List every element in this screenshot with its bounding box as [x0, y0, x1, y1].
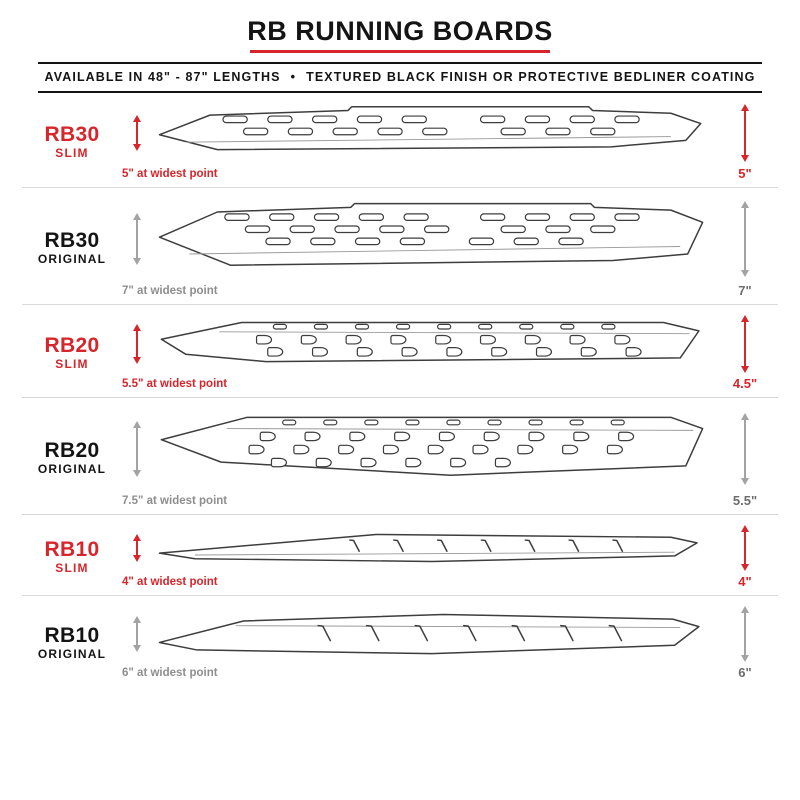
product-label: RB10 SLIM: [22, 537, 122, 575]
widest-point-label: 7.5" at widest point: [122, 494, 228, 507]
availability-text: AVAILABLE IN 48" - 87" LENGTHS: [44, 70, 281, 84]
page-title: RB RUNNING BOARDS: [247, 16, 553, 46]
variant-name: SLIM: [55, 356, 89, 371]
product-label: RB20 ORIGINAL: [22, 438, 122, 476]
product-label: RB30 ORIGINAL: [22, 228, 122, 266]
width-dimension-arrow: [133, 615, 141, 652]
running-board-illustration: [158, 202, 704, 266]
widest-point-label: 5" at widest point: [122, 167, 218, 180]
variant-name: ORIGINAL: [37, 646, 107, 661]
product-label: RB20 SLIM: [22, 333, 122, 371]
model-name: RB10: [44, 537, 100, 561]
finish-text: TEXTURED BLACK FINISH OR PROTECTIVE BEDL…: [306, 70, 756, 84]
board-drawing-rb30-original: [152, 198, 712, 280]
height-dimension-arrow: [741, 605, 749, 662]
widest-point-label: 5.5" at widest point: [122, 377, 228, 390]
height-label: 7": [738, 283, 752, 299]
availability-bar: AVAILABLE IN 48" - 87" LENGTHS • TEXTURED …: [38, 62, 762, 93]
row-rb30-slim: RB30 SLIM 5" at widest point 5": [22, 93, 778, 188]
width-dimension-arrow: [133, 212, 141, 265]
board-drawing-rb20-original: [152, 408, 712, 490]
board-drawing-rb10-original: [152, 607, 712, 661]
board-drawing-rb10-slim: [152, 527, 712, 568]
model-name: RB30: [44, 122, 100, 146]
row-rb10-original: RB10 ORIGINAL 6" at widest point 6: [22, 596, 778, 686]
widest-point-label: 6" at widest point: [122, 666, 218, 679]
bullet-separator: •: [290, 70, 297, 84]
height-dimension-arrow: [741, 524, 749, 571]
width-dimension-arrow: [133, 323, 141, 364]
running-board-illustration: [158, 105, 702, 151]
variant-name: SLIM: [55, 560, 89, 575]
model-name: RB30: [44, 228, 100, 252]
model-name: RB20: [44, 438, 100, 462]
height-label: 5": [738, 166, 752, 182]
width-dimension-arrow: [133, 114, 141, 151]
variant-name: SLIM: [55, 145, 89, 160]
height-dimension-arrow: [741, 103, 749, 162]
width-dimension-arrow: [133, 533, 141, 562]
running-board-illustration: [158, 534, 698, 563]
board-drawing-rb30-slim: [152, 103, 712, 163]
widest-point-label: 7" at widest point: [122, 284, 218, 297]
running-board-illustration: [160, 416, 704, 476]
height-dimension-arrow: [741, 412, 749, 485]
variant-name: ORIGINAL: [37, 251, 107, 266]
model-name: RB20: [44, 333, 100, 357]
variant-name: ORIGINAL: [37, 461, 107, 476]
row-rb30-original: RB30 ORIGINAL 7" at widest point 7": [22, 188, 778, 305]
running-board-illustration: [158, 613, 700, 655]
title-underline: [250, 50, 550, 53]
height-label: 4": [738, 574, 752, 590]
height-label: 4.5": [732, 376, 758, 392]
product-label: RB30 SLIM: [22, 122, 122, 160]
height-dimension-arrow: [741, 200, 749, 277]
widest-point-label: 4" at widest point: [122, 575, 218, 588]
height-label: 6": [738, 665, 752, 681]
height-dimension-arrow: [741, 314, 749, 373]
board-drawing-rb20-slim: [152, 315, 712, 373]
row-rb10-slim: RB10 SLIM 4" at widest point 4": [22, 515, 778, 596]
row-rb20-original: RB20 ORIGINAL 7.5" at widest point 5.5": [22, 398, 778, 515]
height-label: 5.5": [732, 493, 758, 509]
model-name: RB10: [44, 623, 100, 647]
product-label: RB10 ORIGINAL: [22, 623, 122, 661]
running-board-illustration: [160, 321, 700, 363]
row-rb20-slim: RB20 SLIM 5.5" at widest point 4.5": [22, 305, 778, 398]
header: RB RUNNING BOARDS AVAILABLE IN 48" - 87"…: [22, 16, 778, 93]
width-dimension-arrow: [133, 420, 141, 477]
